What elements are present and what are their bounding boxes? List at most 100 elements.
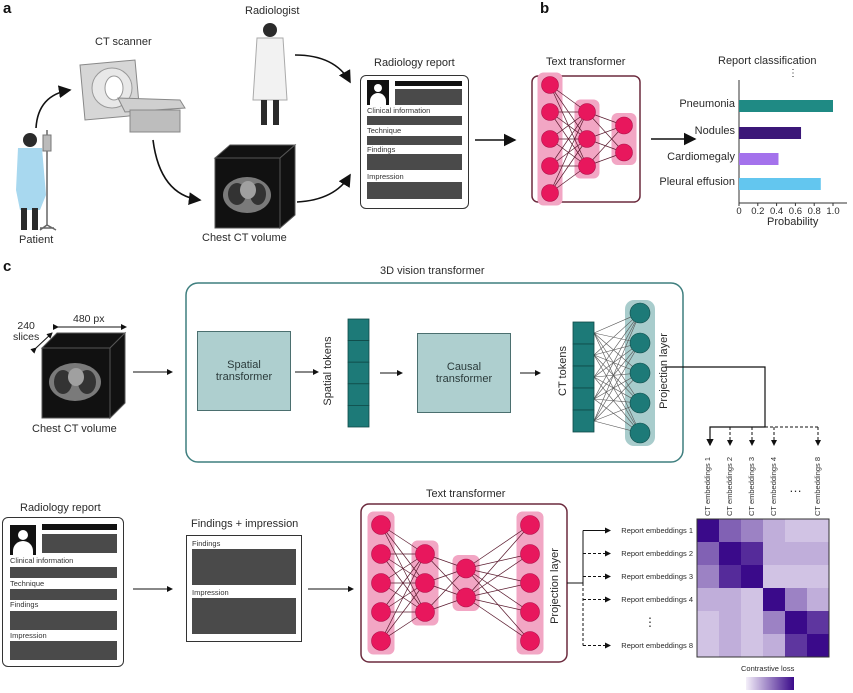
net-c-node	[371, 602, 391, 622]
ct-volume-cube-a	[213, 143, 297, 230]
report-a-section-findings: Findings	[367, 145, 396, 154]
projection-edge	[593, 376, 641, 434]
spatial-token	[347, 383, 370, 406]
report-embedding-label: Report embeddings 1	[621, 525, 693, 535]
contrastive-loss-label: Contrastive loss	[741, 664, 795, 673]
net-c-node	[456, 587, 476, 608]
ct-scanner-label: CT scanner	[95, 36, 152, 48]
heatmap-cell	[807, 542, 829, 565]
radiology-report-title-a: Radiology report	[374, 57, 455, 69]
heatmap-cell	[785, 519, 807, 542]
net-b-edge	[549, 138, 588, 194]
ct-embedding-label: CT embeddings 4	[769, 456, 778, 516]
chart-xlabel: Probability	[767, 216, 819, 228]
net-c-node	[371, 573, 391, 593]
chart-x-tick-label: 1.0	[826, 206, 840, 217]
heatmap-cell	[719, 588, 741, 611]
ct-scanner-figure	[79, 59, 186, 133]
text-transformer-network-c	[367, 511, 544, 655]
ct-embedding-label: …	[789, 480, 802, 495]
net-c-node	[371, 544, 391, 564]
net-b-edge	[549, 111, 588, 194]
projection-edge	[593, 312, 641, 356]
report-c-section-technique: Technique	[10, 579, 45, 588]
heatmap-cell	[697, 634, 719, 657]
heatmap-cell	[719, 634, 741, 657]
heatmap-cell	[741, 542, 763, 565]
report-a-section-technique: Technique	[367, 126, 402, 135]
net-b-node	[541, 76, 559, 94]
chart-bar-pleural-effusion	[739, 178, 821, 190]
vision-projection-layer-label: Projection layer	[658, 333, 670, 409]
contrastive-loss-colorbar	[746, 677, 794, 690]
heatmap-cell	[807, 588, 829, 611]
net-c-edge	[465, 597, 531, 613]
ct-token	[572, 321, 595, 345]
radiology-report-card-c: Clinical information Technique Findings …	[2, 517, 124, 667]
width-label: 480 px	[73, 313, 105, 325]
net-c-node	[415, 573, 435, 593]
heatmap-cell	[785, 634, 807, 657]
findings-impression-title: Findings + impression	[191, 518, 299, 530]
contrastive-heatmap	[696, 518, 830, 658]
report-c-section-impression: Impression	[10, 631, 47, 640]
projection-edge	[593, 354, 641, 404]
heatmap-cell	[719, 565, 741, 588]
projection-node	[629, 332, 651, 354]
heatmap-cell	[785, 565, 807, 588]
chart-x-tick-label: 0	[736, 206, 742, 217]
heatmap-cell	[763, 611, 785, 634]
net-b-node	[578, 130, 596, 148]
net-c-node	[520, 573, 540, 593]
spatial-token	[347, 404, 370, 428]
causal-transformer-box: Causal transformer	[417, 333, 511, 413]
report-embedding-label: Report embeddings 8	[621, 640, 693, 650]
report-embedding-label: Report embeddings 3	[621, 571, 693, 581]
net-c-node	[415, 544, 435, 564]
projection-node	[629, 392, 651, 414]
net-c-edge	[380, 582, 426, 642]
report-embedding-label: Report embeddings 2	[621, 548, 693, 558]
chart-bar-cardiomegaly	[739, 153, 779, 165]
heatmap-cell	[807, 611, 829, 634]
net-c-node	[371, 631, 391, 651]
avatar-icon-c	[10, 525, 36, 555]
chart-x-tick-label: 0.8	[807, 206, 821, 217]
projection-node	[629, 302, 651, 324]
spatial-tokens-stack	[347, 318, 370, 428]
chart-category-label: Pneumonia	[679, 98, 735, 110]
spatial-token	[347, 361, 370, 385]
ct-embedding-label: CT embeddings 3	[747, 456, 756, 516]
patient-figure	[16, 130, 57, 231]
projection-node	[629, 362, 651, 384]
heatmap-cell	[785, 542, 807, 565]
report-c-section-clinical: Clinical information	[10, 556, 74, 565]
heatmap-cell	[719, 611, 741, 634]
heatmap-cell	[741, 565, 763, 588]
net-b-edge	[586, 125, 625, 167]
radiologist-figure	[252, 23, 288, 125]
net-c-edge	[465, 524, 531, 598]
net-c-node	[520, 515, 540, 535]
projection-edge	[593, 342, 641, 400]
net-b-node	[615, 143, 633, 162]
projection-edge	[593, 312, 641, 422]
projection-node	[629, 422, 651, 444]
ct-volume-cube-c	[40, 331, 127, 420]
chart-ellipsis-annotation: ⋮	[788, 68, 798, 79]
ct-token	[572, 365, 595, 389]
net-c-edge	[465, 597, 531, 642]
heatmap-cell	[763, 542, 785, 565]
net-b-node	[615, 116, 633, 135]
net-c-node	[415, 602, 435, 622]
chart-title: Report classification	[718, 55, 817, 67]
slices-count: 240	[17, 320, 35, 332]
net-b-node	[578, 103, 596, 121]
net-c-edge	[380, 553, 426, 642]
report-embedding-label: ⋮	[644, 614, 656, 629]
net-c-node	[520, 631, 540, 651]
panel-label-c: c	[3, 258, 12, 275]
projection-edge	[593, 312, 641, 378]
net-b-edge	[549, 111, 588, 167]
ct-embedding-arrows	[727, 426, 821, 446]
